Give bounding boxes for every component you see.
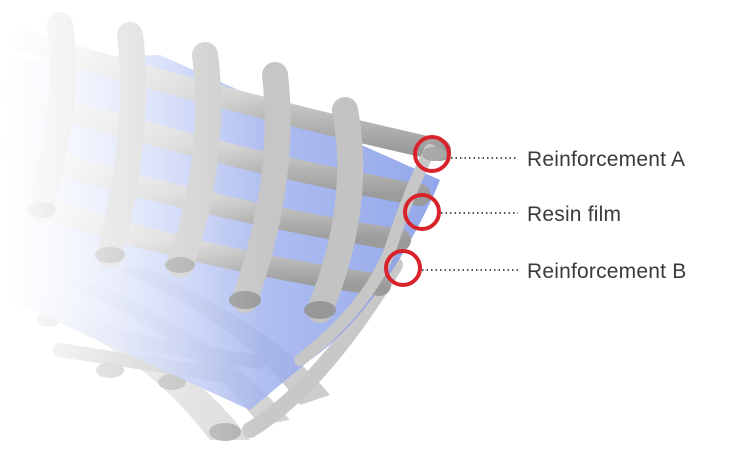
label-resin-film: Resin film [527, 203, 622, 226]
highlight-circle-reinforcement-a [413, 135, 451, 173]
highlight-circle-resin-film [403, 193, 441, 231]
highlight-circle-reinforcement-b [384, 249, 422, 287]
label-reinforcement-a: Reinforcement A [527, 148, 686, 171]
label-reinforcement-b: Reinforcement B [527, 260, 687, 283]
